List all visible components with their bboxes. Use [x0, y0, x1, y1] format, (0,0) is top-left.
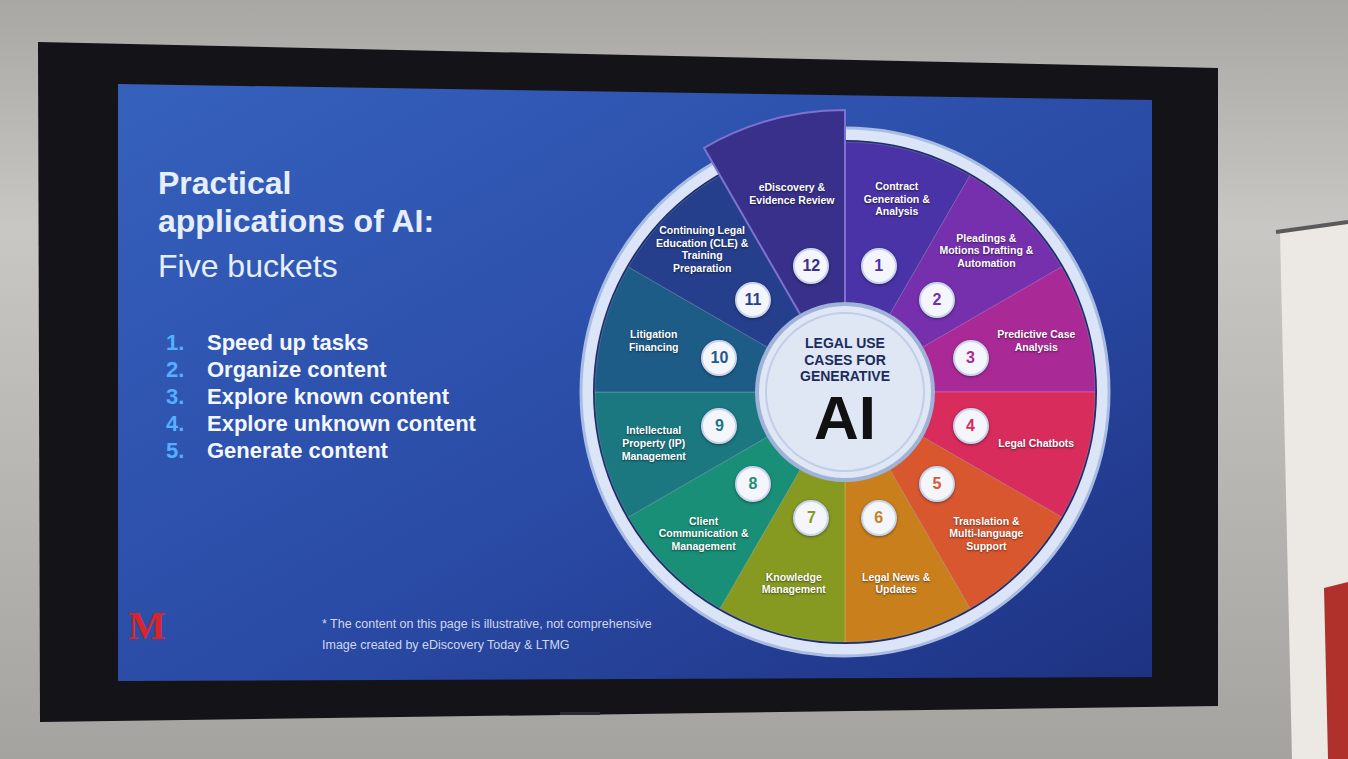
banner-mark [1324, 582, 1348, 759]
segment-label: Translation & Multi-language Support [939, 515, 1033, 553]
callout-number: 8 [749, 476, 758, 492]
callout-number: 9 [715, 418, 724, 434]
segment-label-box: Contract Generation & Analysis [850, 180, 944, 218]
list-item: Speed up tasks [207, 330, 537, 356]
label-box: M [128, 602, 188, 650]
center-circle: LEGAL USE CASES FOR GENERATIVEAI [755, 302, 935, 482]
label-box: 4. [166, 411, 206, 437]
segment-label-box: Translation & Multi-language Support [939, 515, 1033, 553]
label-box: Image created by eDiscovery Today & LTMG [322, 638, 722, 653]
callout-circle: 9 [701, 408, 737, 444]
segment-label: Intellectual Property (IP) Management [607, 424, 701, 462]
slide-ground [118, 84, 1152, 681]
callout-circle: 4 [953, 408, 989, 444]
label-box: * The content on this page is illustrati… [322, 617, 722, 632]
callout-number: 12 [802, 258, 820, 274]
label-box: Explore unknown content [207, 411, 537, 437]
list-number: 5. [166, 438, 206, 464]
label-box: 1. [166, 330, 206, 356]
callout-circle: 10 [701, 340, 737, 376]
segment-label-box: eDiscovery & Evidence Review [745, 181, 839, 206]
segment-label: Client Communication & Management [657, 515, 751, 553]
callout-number: 10 [711, 350, 729, 366]
label-box: Organize content [207, 357, 537, 383]
logo-mark: M [128, 602, 188, 650]
label-box: 5. [166, 438, 206, 464]
tv-bezel [38, 42, 1218, 722]
label-box: 2. [166, 357, 206, 383]
center-heading: LEGAL USE CASES FOR GENERATIVE [789, 335, 901, 385]
label-box: Five buckets [158, 247, 478, 285]
segment-label-box: Legal Chatbots [989, 437, 1083, 450]
callout-circle: 7 [793, 500, 829, 536]
label-box: 3. [166, 384, 206, 410]
callout-circle: 2 [919, 282, 955, 318]
segment-label: eDiscovery & Evidence Review [745, 181, 839, 206]
credit-note: Image created by eDiscovery Today & LTMG [322, 638, 722, 653]
callout-circle: 12 [793, 248, 829, 284]
segment-label-box: Litigation Financing [607, 328, 701, 353]
slide-subtitle: Five buckets [158, 247, 478, 285]
list-item: Organize content [207, 357, 537, 383]
segment-label: Predictive Case Analysis [989, 328, 1083, 353]
segment-label: Pleadings & Motions Drafting & Automatio… [939, 232, 1033, 270]
circle-inner-ring [766, 313, 924, 471]
segment-label-box: Predictive Case Analysis [989, 328, 1083, 353]
callout-circle: 1 [861, 248, 897, 284]
wheel-ring [581, 128, 1109, 656]
tv-stand-glint [560, 712, 600, 715]
segment-label-box: Pleadings & Motions Drafting & Automatio… [939, 232, 1033, 270]
label-box: Generate content [207, 438, 537, 464]
segment-label: Continuing Legal Education (CLE) & Train… [655, 224, 749, 274]
segment-label: Litigation Financing [607, 328, 701, 353]
segment-label-box: Continuing Legal Education (CLE) & Train… [655, 224, 749, 274]
list-item: Generate content [207, 438, 537, 464]
callout-circle: 8 [735, 466, 771, 502]
segment-label-box: Knowledge Management [747, 571, 841, 596]
segment-label: Legal News & Updates [849, 571, 943, 596]
callout-circle: 3 [953, 340, 989, 376]
footnote: * The content on this page is illustrati… [322, 617, 722, 632]
label-box: Speed up tasks [207, 330, 537, 356]
segment-label: Contract Generation & Analysis [850, 180, 944, 218]
banner [1280, 222, 1348, 759]
callout-number: 2 [932, 292, 941, 308]
callout-circle: 11 [735, 282, 771, 318]
callout-number: 6 [874, 510, 883, 526]
list-item: Explore known content [207, 384, 537, 410]
callout-number: 1 [874, 258, 883, 274]
segment-label: Legal Chatbots [989, 437, 1083, 450]
segment-label-box: Client Communication & Management [657, 515, 751, 553]
segment-label-box: Legal News & Updates [849, 571, 943, 596]
callout-number: 5 [932, 476, 941, 492]
wheel-base [593, 140, 1097, 644]
list-number: 3. [166, 384, 206, 410]
label-box: Explore known content [207, 384, 537, 410]
callout-number: 3 [966, 350, 975, 366]
list-number: 2. [166, 357, 206, 383]
callout-number: 11 [745, 292, 762, 308]
center-title: AI [814, 387, 876, 449]
callout-circle: 6 [861, 500, 897, 536]
callout-number: 4 [966, 418, 975, 434]
list-item: Explore unknown content [207, 411, 537, 437]
list-number: 4. [166, 411, 206, 437]
title-box: Practical applications of AI: [158, 164, 468, 240]
list-number: 1. [166, 330, 206, 356]
circle-outline [757, 304, 933, 480]
banner-pole [1276, 222, 1348, 232]
segment-label: Knowledge Management [747, 571, 841, 596]
callout-number: 7 [807, 510, 816, 526]
segment-label-box: Intellectual Property (IP) Management [607, 424, 701, 462]
slide-title: Practical applications of AI: [158, 164, 468, 240]
callout-circle: 5 [919, 466, 955, 502]
